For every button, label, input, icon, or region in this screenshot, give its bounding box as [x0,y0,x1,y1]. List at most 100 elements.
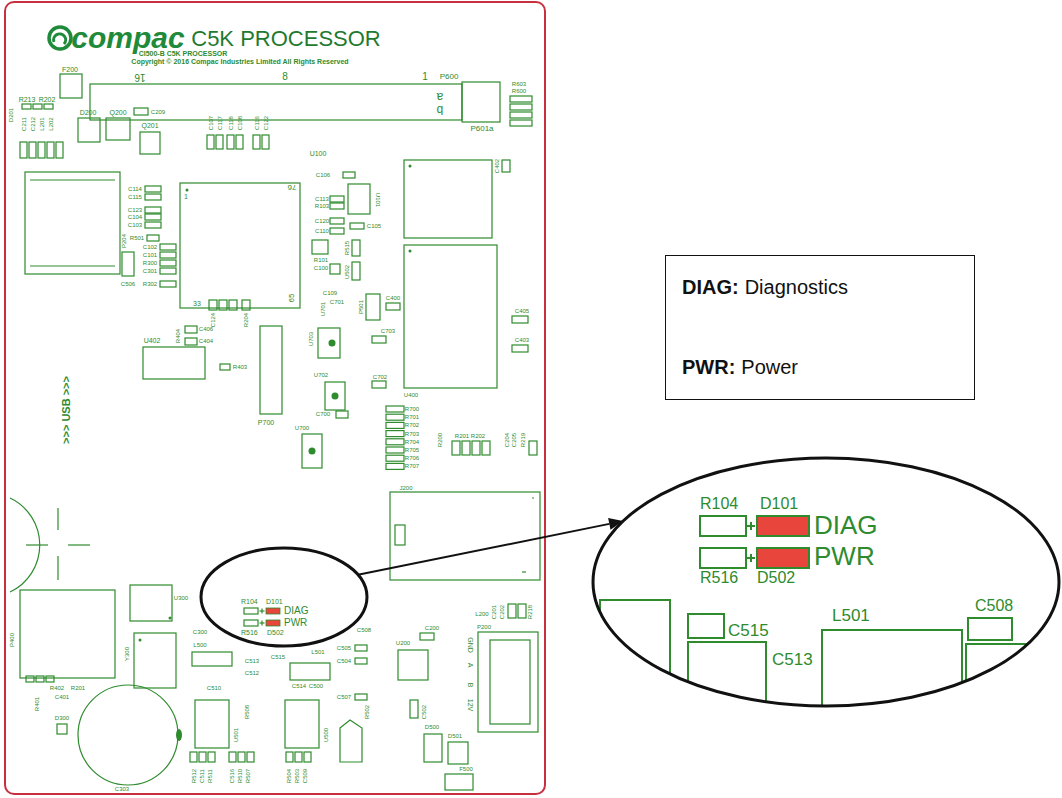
component-outline [510,96,532,102]
silkscreen-label: L202 [48,117,54,130]
silkscreen-label: R507 [245,769,251,783]
component-outline [490,640,530,724]
component-label: D101 [760,496,798,512]
silkscreen-label: 1 [422,72,428,82]
component-outline [38,142,45,158]
silkscreen-label: C402 [494,159,500,173]
component-outline [510,120,532,126]
component-outline [26,544,48,545]
silkscreen-label: R504 [286,769,292,783]
component-outline [386,439,404,445]
component-outline [340,720,362,762]
silkscreen-label: U300 [174,595,188,601]
connector-arrow [358,524,609,575]
silkscreen-label: P601a [470,125,493,133]
component-outline [448,742,468,764]
silkscreen-label: C101 [143,252,157,258]
board-title: C5K PROCESSOR [191,28,381,50]
component-outline [510,112,532,118]
component-outline [180,183,300,308]
silkscreen-label: C212 [30,117,36,131]
zoomed-board-detail [750,522,752,530]
silkscreen-label: C118 [228,116,234,130]
component-outline [208,752,215,762]
component-outline [518,604,526,618]
silkscreen-label: C110 [315,228,329,234]
silkscreen-label: C507 [337,694,351,700]
silkscreen-label: F500 [459,766,473,772]
component-outline [185,338,197,345]
component-outline [510,104,532,110]
component-outline [508,604,516,618]
silkscreen-label: C701 [330,299,344,305]
silkscreen-label: C301 [143,268,157,274]
silkscreen-label: R200 [437,433,443,447]
silkscreen-label: R703 [405,431,419,437]
silkscreen-label: C508 [357,627,371,633]
silkscreen-label: R511 [207,769,213,783]
silkscreen-label: C404 [199,338,213,344]
zoomed-board-detail [822,630,962,725]
component-outline [424,734,442,762]
silkscreen-label: F200 [62,66,78,73]
silkscreen-label: C202 [499,605,505,619]
silkscreen-label: C117 [217,116,223,130]
component-outline [462,82,500,122]
component-outline [262,135,269,149]
component-outline [482,441,490,455]
brand-logo: compac [71,23,184,53]
component-outline [57,556,58,580]
silkscreen-label: U500 [323,728,329,742]
component-outline [302,434,322,468]
silkscreen-label: C106 [316,172,330,178]
silkscreen-label: R700 [405,406,419,412]
pin-dot [186,189,189,192]
silkscreen-label: C300 [193,629,207,635]
component-outline [366,294,380,320]
component-outline [390,492,540,580]
silkscreen-label: R219 [520,433,526,447]
silkscreen-label: R707 [405,463,419,469]
component-outline [330,218,344,224]
component-outline [244,620,258,626]
legend-box: DIAG:DiagnosticsPWR:Power [665,255,975,400]
component-outline [134,108,148,115]
silkscreen-label: R704 [405,439,419,445]
silkscreen-label: C500 [309,683,323,689]
component-outline [209,300,217,310]
board-marking: CI500-B C5K PROCESSOR [139,50,228,57]
silkscreen-label: C209 [151,109,165,115]
zoomed-board-detail [757,548,809,568]
component-outline [420,633,434,640]
silkscreen-label: Y300 [124,647,130,661]
component-outline [343,172,355,178]
legend-key: DIAG: [682,277,739,297]
zoomed-board-detail [700,548,746,568]
component-outline [30,265,115,266]
compac-logo-icon [54,34,66,44]
silkscreen-label: C122 [263,116,269,130]
led-symbol [266,608,280,614]
silkscreen-label: C509 [302,769,308,783]
silkscreen-label: Q200 [109,109,126,116]
component-outline [140,132,160,154]
silkscreen-label: C120 [315,218,329,224]
silkscreen-label: D300 [55,715,69,721]
silkscreen-label: C516 [229,769,235,783]
silkscreen-label: C124 [210,313,216,327]
component-outline [285,700,319,748]
silkscreen-label: R502 [364,705,370,719]
component-label: DIAG [284,606,308,616]
component-outline [190,752,197,762]
component-outline [57,508,58,530]
silkscreen-label: C703 [381,328,395,334]
silkscreen-label: R404 [175,329,181,343]
silkscreen-label: R201 [455,433,469,439]
component-outline [395,525,405,545]
silkscreen-label: Q201 [141,122,158,129]
silkscreen-label: P700 [258,419,274,426]
silkscreen-label: R702 [405,422,419,428]
silkscreen-label: C123 [128,207,142,213]
zoomed-board-detail [600,600,670,720]
component-outline [372,336,386,343]
